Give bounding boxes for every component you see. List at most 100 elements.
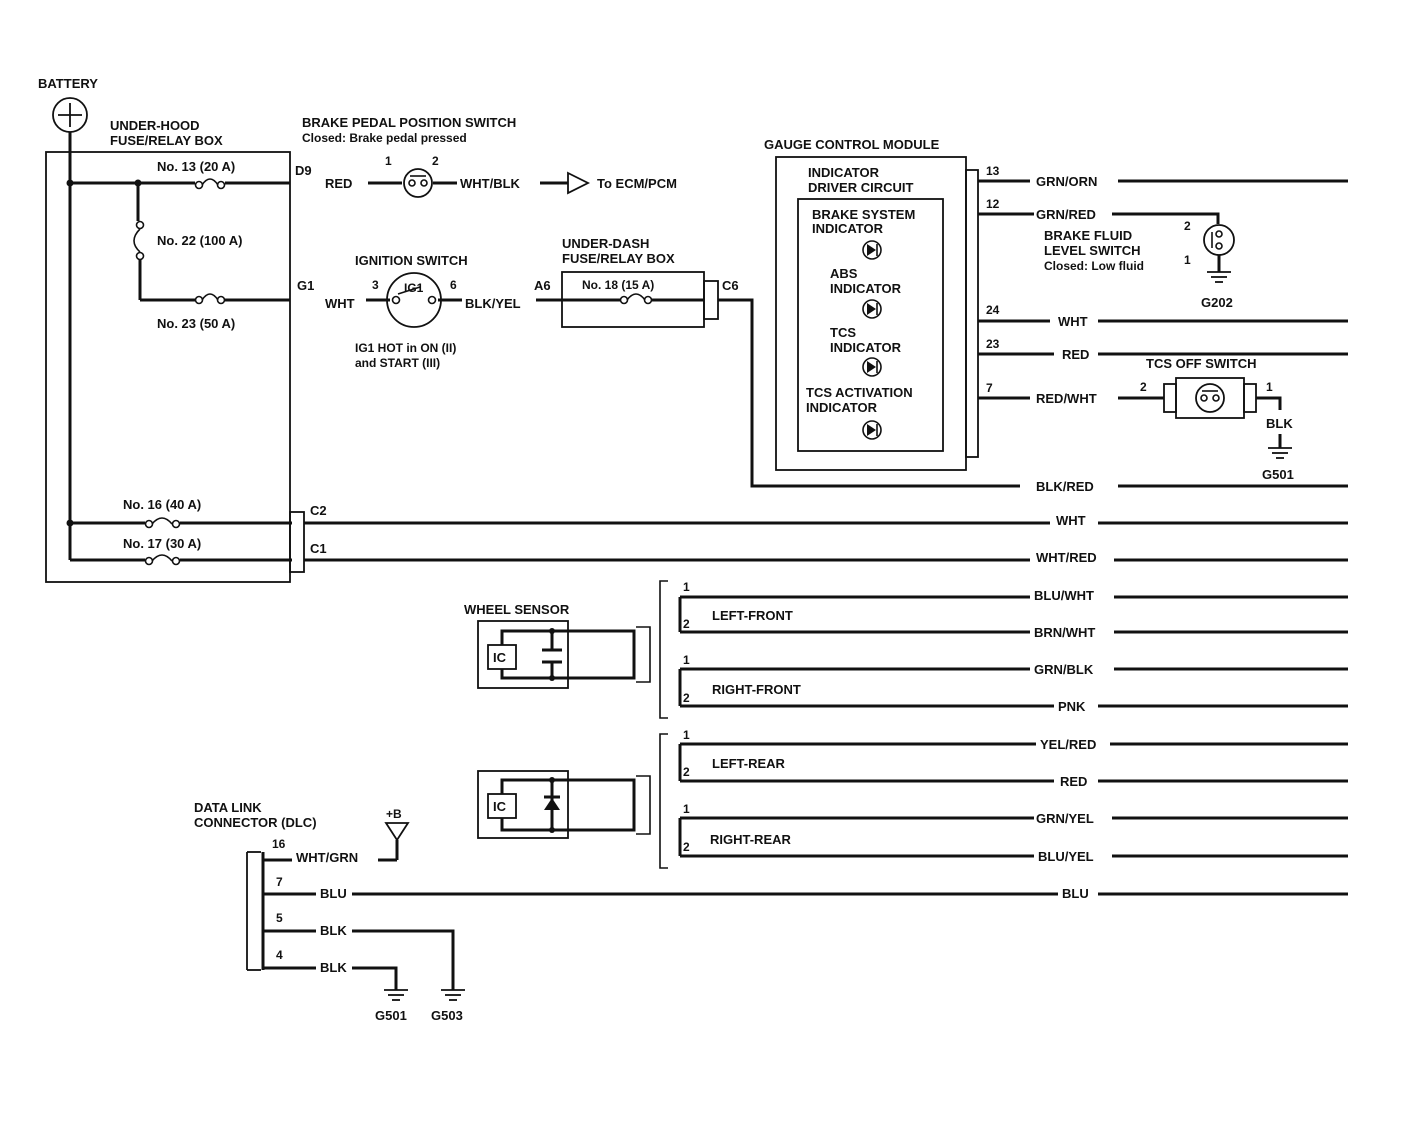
tcs-activation-led-icon	[862, 420, 882, 440]
fluid-switch-pin1: 1	[1184, 253, 1191, 267]
rear-sensor-box	[477, 770, 569, 839]
tcs-indicator-line2: INDICATOR	[830, 340, 902, 355]
fuse-13-icon	[194, 178, 226, 190]
lr-pin1: 1	[683, 728, 690, 742]
terminal-d9: D9	[295, 163, 312, 178]
underdash-title-line1: UNDER-DASH	[562, 236, 649, 251]
fuse-16-label: No. 16 (40 A)	[123, 497, 201, 512]
brake-switch-title: BRAKE PEDAL POSITION SWITCH	[302, 115, 516, 130]
tcs-activation-line2: INDICATOR	[806, 400, 878, 415]
fluid-switch-pin2: 2	[1184, 219, 1191, 233]
right-rear-label: RIGHT-REAR	[710, 832, 792, 847]
lr-pin2: 2	[683, 765, 690, 779]
wire-blk-yel: BLK/YEL	[465, 296, 521, 311]
underdash-fuse-box: UNDER-DASH FUSE/RELAY BOX A6 No. 18 (15 …	[534, 236, 1020, 488]
abs-indicator-led-icon	[862, 299, 882, 319]
wire-red-23: RED	[1062, 347, 1089, 362]
ground-g503-label: G503	[431, 1008, 463, 1023]
underhood-title-line2: FUSE/RELAY BOX	[110, 133, 223, 148]
wire-yel-red: YEL/RED	[1040, 737, 1096, 752]
gcm-pin23: 23	[986, 337, 1000, 351]
connector-c6	[703, 280, 719, 320]
underhood-fuse-box: UNDER-HOOD FUSE/RELAY BOX No. 13 (20 A) …	[45, 118, 327, 583]
left-rear-label: LEFT-REAR	[712, 756, 786, 771]
brake-switch-subtitle: Closed: Brake pedal pressed	[302, 131, 467, 145]
wire-blk-tcs: BLK	[1266, 416, 1293, 431]
tcs-activation-line1: TCS ACTIVATION	[806, 385, 913, 400]
gcm-title: GAUGE CONTROL MODULE	[764, 137, 940, 152]
battery-label: BATTERY	[38, 76, 98, 91]
wire-blu-dlc: BLU	[320, 886, 347, 901]
tcs-off-switch-icon	[1195, 383, 1225, 413]
right-front-label: RIGHT-FRONT	[712, 682, 801, 697]
underhood-box-outline	[45, 151, 291, 583]
wire-grn-blk: GRN/BLK	[1034, 662, 1094, 677]
brake-pedal-switch: BRAKE PEDAL POSITION SWITCH Closed: Brak…	[302, 115, 677, 198]
rr-pin2: 2	[683, 840, 690, 854]
wire-blu-wht: BLU/WHT	[1034, 588, 1094, 603]
ignition-note-line1: IG1 HOT in ON (II)	[355, 341, 456, 355]
to-ecm-pcm-label: To ECM/PCM	[597, 176, 677, 191]
terminal-c2: C2	[310, 503, 327, 518]
dlc-pin5: 5	[276, 911, 283, 925]
dlc-pin7: 7	[276, 875, 283, 889]
fuse-18-label: No. 18 (15 A)	[582, 278, 654, 292]
rear-wheel-sensors: IC 1 2 LEFT-REAR YEL/RED RED 1 2 RIGHT-R…	[477, 728, 1348, 869]
wire-red-lr: RED	[1060, 774, 1087, 789]
ground-g501-dlc-label: G501	[375, 1008, 407, 1023]
dlc-supply-label: +B	[386, 807, 402, 821]
wire-pnk: PNK	[1058, 699, 1086, 714]
brake-fluid-level-switch: BRAKE FLUID LEVEL SWITCH Closed: Low flu…	[1044, 219, 1235, 310]
ignition-pin6: 6	[450, 278, 457, 292]
tcs-indicator-line1: TCS	[830, 325, 856, 340]
fuse-22-icon	[133, 220, 145, 261]
gcm-outer-box	[775, 156, 967, 471]
battery-icon	[52, 97, 88, 133]
wire-blk-red: BLK/RED	[1036, 479, 1094, 494]
terminal-g1: G1	[297, 278, 314, 293]
rf-pin1: 1	[683, 653, 690, 667]
brake-indicator-line2: INDICATOR	[812, 221, 884, 236]
wire-wht-blk: WHT/BLK	[460, 176, 521, 191]
brake-switch-pin2: 2	[432, 154, 439, 168]
wire-wht-red: WHT/RED	[1036, 550, 1097, 565]
terminal-c6: C6	[722, 278, 739, 293]
gcm-driver-line1: INDICATOR	[808, 165, 880, 180]
fuse-17-label: No. 17 (30 A)	[123, 536, 201, 551]
diode-icon	[544, 795, 560, 810]
arrow-to-ecm-icon	[567, 171, 591, 195]
gcm-inner-box	[797, 198, 944, 452]
front-sensor-box	[477, 620, 569, 689]
fuse-23-icon	[194, 293, 226, 305]
wire-red-d9: RED	[325, 176, 352, 191]
fuse-23-label: No. 23 (50 A)	[157, 316, 235, 331]
left-front-label: LEFT-FRONT	[712, 608, 793, 623]
tcs-off-switch: TCS OFF SWITCH 2 1 BLK G501	[1140, 356, 1294, 482]
front-sensor-ic-label: IC	[493, 650, 507, 665]
wire-blu-right: BLU	[1062, 886, 1089, 901]
fluid-switch-title-line1: BRAKE FLUID	[1044, 228, 1132, 243]
tcs-off-title: TCS OFF SWITCH	[1146, 356, 1257, 371]
gcm-pin7: 7	[986, 381, 993, 395]
lf-pin2: 2	[683, 617, 690, 631]
terminal-a6: A6	[534, 278, 551, 293]
wire-wht-c2: WHT	[1056, 513, 1086, 528]
brake-switch-icon	[403, 168, 433, 198]
fuse-16-icon	[144, 517, 181, 529]
ground-g501-icon	[1268, 447, 1292, 459]
ground-g501-dlc-icon	[384, 989, 408, 1001]
dlc-title-line2: CONNECTOR (DLC)	[194, 815, 317, 830]
wire-wht-24: WHT	[1058, 314, 1088, 329]
rr-pin1: 1	[683, 802, 690, 816]
gcm-pin13: 13	[986, 164, 1000, 178]
wire-red-wht: RED/WHT	[1036, 391, 1097, 406]
rear-sensor-ic-label: IC	[493, 799, 507, 814]
rf-pin2: 2	[683, 691, 690, 705]
underhood-title-line1: UNDER-HOOD	[110, 118, 200, 133]
wire-grn-red: GRN/RED	[1036, 207, 1096, 222]
wire-brn-wht: BRN/WHT	[1034, 625, 1095, 640]
ignition-note-line2: and START (III)	[355, 356, 440, 370]
terminal-c1: C1	[310, 541, 327, 556]
ground-g503-icon	[441, 989, 465, 1001]
